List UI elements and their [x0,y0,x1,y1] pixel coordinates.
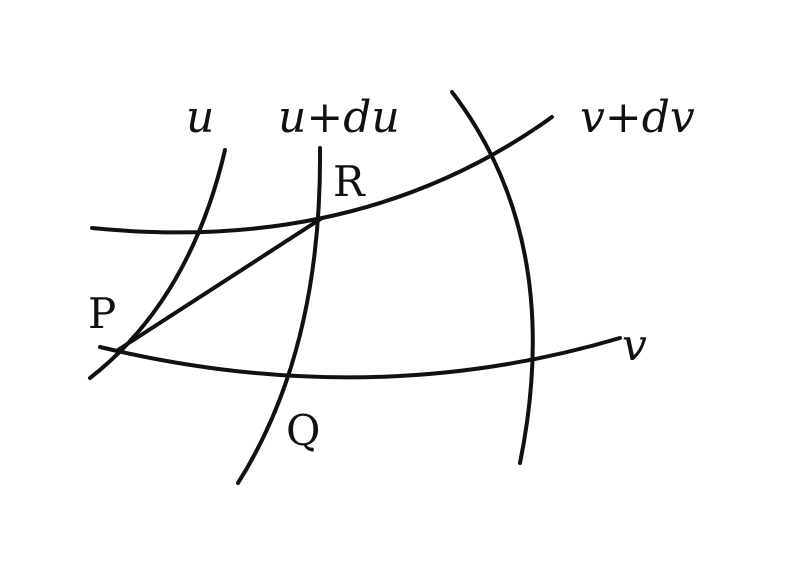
curve-u-plus-du [236,146,323,485]
curve-v-plus-dv [90,115,554,235]
curve-right [450,90,535,465]
label-v-plus-dv: v+dv [580,92,695,143]
chord-p-r [116,216,324,352]
curve-v [98,336,622,380]
label-u: u [186,92,214,143]
point-label-r: R [333,157,366,206]
curve-u [88,148,227,380]
point-label-q: Q [286,406,320,455]
point-label-p: P [88,289,116,338]
label-u-plus-du: u+du [278,92,400,143]
label-v: v [622,320,647,371]
